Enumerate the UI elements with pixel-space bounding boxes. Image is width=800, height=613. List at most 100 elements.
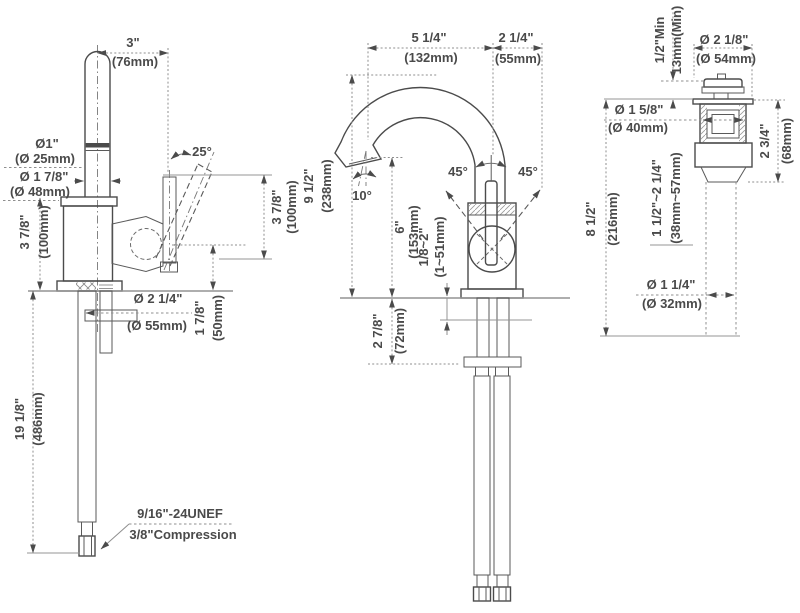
popup-stem <box>713 92 729 100</box>
cartridge-diagonals <box>476 233 508 265</box>
hose-ferrule <box>81 521 93 537</box>
arc-handle-angle <box>170 149 192 160</box>
dim-hole-dia-mm: (Ø 55mm) <box>127 318 187 333</box>
supply-hose-left <box>473 375 491 576</box>
drain-view: Ø 2 1/8" (Ø 54mm) 1/2"Min 13mm(Min) Ø 1 … <box>583 6 794 337</box>
base-hose-section <box>76 282 96 290</box>
hose-hex-left <box>472 586 492 602</box>
dim-shank-length-mm: (72mm) <box>392 308 407 354</box>
hose-ferrule-left <box>476 574 489 588</box>
hose-hex-right <box>492 586 512 602</box>
note-hose-thread: 9/16"-24UNEF <box>137 506 223 521</box>
spout-angle-lines <box>358 150 367 187</box>
joystick-handle <box>484 180 498 266</box>
dim-tailpipe-dia-inch: Ø 1 1/4" <box>647 277 696 292</box>
dim-deck-thickness-mm: (1~51mm) <box>432 216 447 277</box>
note-hose-connection: 3/8"Compression <box>129 527 236 542</box>
dim-spout-height-inch: 6" <box>392 220 407 233</box>
dim-swing-left: 45° <box>448 164 468 179</box>
handle-foot <box>160 261 178 273</box>
handle-tilt-centerline <box>163 151 215 271</box>
base-stud-section <box>99 282 113 290</box>
dim-cap-dia-mm: (Ø 54mm) <box>696 51 756 66</box>
dim-spout-reach-inch: 5 1/4" <box>411 30 446 45</box>
arc-spout-angle <box>352 170 377 180</box>
body-cap-hatch-right <box>497 204 515 215</box>
mounting-bracket <box>84 309 138 322</box>
hose-connector-left <box>475 366 489 377</box>
handle-tilted-phantom <box>155 163 213 267</box>
dim-deck-range-inch: 1 1/2"~2 1/4" <box>649 159 664 237</box>
hose-connector-right <box>495 366 509 377</box>
mounting-plate <box>463 356 522 368</box>
overflow-window-inner <box>711 114 735 134</box>
overflow-window-outer <box>706 109 740 139</box>
dim-lift-min-mm: 13mm(Min) <box>669 6 684 75</box>
dim-drain-overall-mm: (216mm) <box>605 192 620 245</box>
dim-body-dia-mm: (Ø 40mm) <box>608 120 668 135</box>
dim-handle-reach-inch: 2 1/4" <box>498 30 533 45</box>
deck-flange <box>460 288 524 299</box>
tailpipe <box>705 182 737 336</box>
faucet-body <box>62 205 114 282</box>
dim-handle-clearance-inch: 1 7/8" <box>192 300 207 335</box>
dim-spout-offset-inch: 3" <box>126 35 139 50</box>
arc-handle-swing <box>475 160 507 168</box>
dim-handle-reach-mm: (55mm) <box>495 51 541 66</box>
dim-handle-length-mm: (100mm) <box>284 180 299 233</box>
drain-flange <box>692 98 754 105</box>
dim-handle-angle: 25° <box>192 144 212 159</box>
dim-spout-angle: 10° <box>352 188 372 203</box>
dim-body-dia-inch: Ø 1 5/8" <box>615 102 664 117</box>
body-cap-hatch-left <box>469 204 486 215</box>
dim-aerator-dia-mm: (Ø 25mm) <box>15 151 75 166</box>
dim-swing-right: 45° <box>518 164 538 179</box>
dim-hose-length-mm: (486mm) <box>30 392 45 445</box>
dim-spout-reach-mm: (132mm) <box>404 50 457 65</box>
dim-overall-height-mm: (238mm) <box>319 159 334 212</box>
dim-base-dia-inch: Ø 1 7/8" <box>20 169 69 184</box>
coupling-nut <box>694 142 753 168</box>
handle-swing-right-phantom <box>500 189 541 240</box>
handle-swing-left-phantom <box>445 190 484 240</box>
threaded-shank-right <box>496 297 510 358</box>
dim-hose-length-inch: 19 1/8" <box>12 398 27 440</box>
supply-hose <box>77 290 97 523</box>
aerator-band <box>85 143 110 148</box>
body-hatch-right <box>739 105 745 142</box>
body-hatch-left <box>701 105 707 142</box>
handle-joint-boss <box>111 215 164 273</box>
dim-aerator-dia-inch: Ø1" <box>35 136 59 151</box>
dim-spout-height-mm: (153mm) <box>406 205 421 258</box>
dim-lift-min-inch: 1/2"Min <box>652 17 667 64</box>
dim-shank-length-inch: 2 7/8" <box>370 313 385 348</box>
gooseneck-spout <box>334 86 506 203</box>
dim-hole-dia-inch: Ø 2 1/4" <box>134 291 183 306</box>
hose-ferrule-right <box>496 574 509 588</box>
threaded-shank-left <box>476 297 490 358</box>
nut-bevel <box>700 166 747 183</box>
mounting-stud <box>99 290 113 354</box>
dim-base-dia-mm: (Ø 48mm) <box>10 184 70 199</box>
dim-deck-range-mm: (38mm~57mm) <box>668 152 683 243</box>
popup-cap-dome <box>703 78 743 88</box>
dim-body-height-inch: 3 7/8" <box>17 214 32 249</box>
dim-deck-thickness-inch: 1/8~2" <box>416 227 431 266</box>
side-view: 3" (76mm) Ø1" (Ø 25mm) Ø 1 7/8" (Ø 48mm)… <box>3 35 299 557</box>
valve-cartridge <box>468 225 516 273</box>
dim-upper-height-inch: 2 3/4" <box>757 123 772 158</box>
popup-knob <box>717 73 726 80</box>
valve-body <box>467 202 517 290</box>
joint-ball <box>130 228 162 260</box>
hose-hex-nut <box>78 535 96 557</box>
hex-facets <box>478 587 507 601</box>
dim-tailpipe-dia-mm: (Ø 32mm) <box>642 296 702 311</box>
dim-upper-height-mm: (68mm) <box>779 118 794 164</box>
leader-thread-arrow <box>100 523 130 550</box>
dim-handle-length-inch: 3 7/8" <box>269 189 284 224</box>
dim-spout-offset-mm: (76mm) <box>112 54 158 69</box>
popup-cap-band <box>701 86 745 94</box>
dim-drain-overall-inch: 8 1/2" <box>583 201 598 236</box>
